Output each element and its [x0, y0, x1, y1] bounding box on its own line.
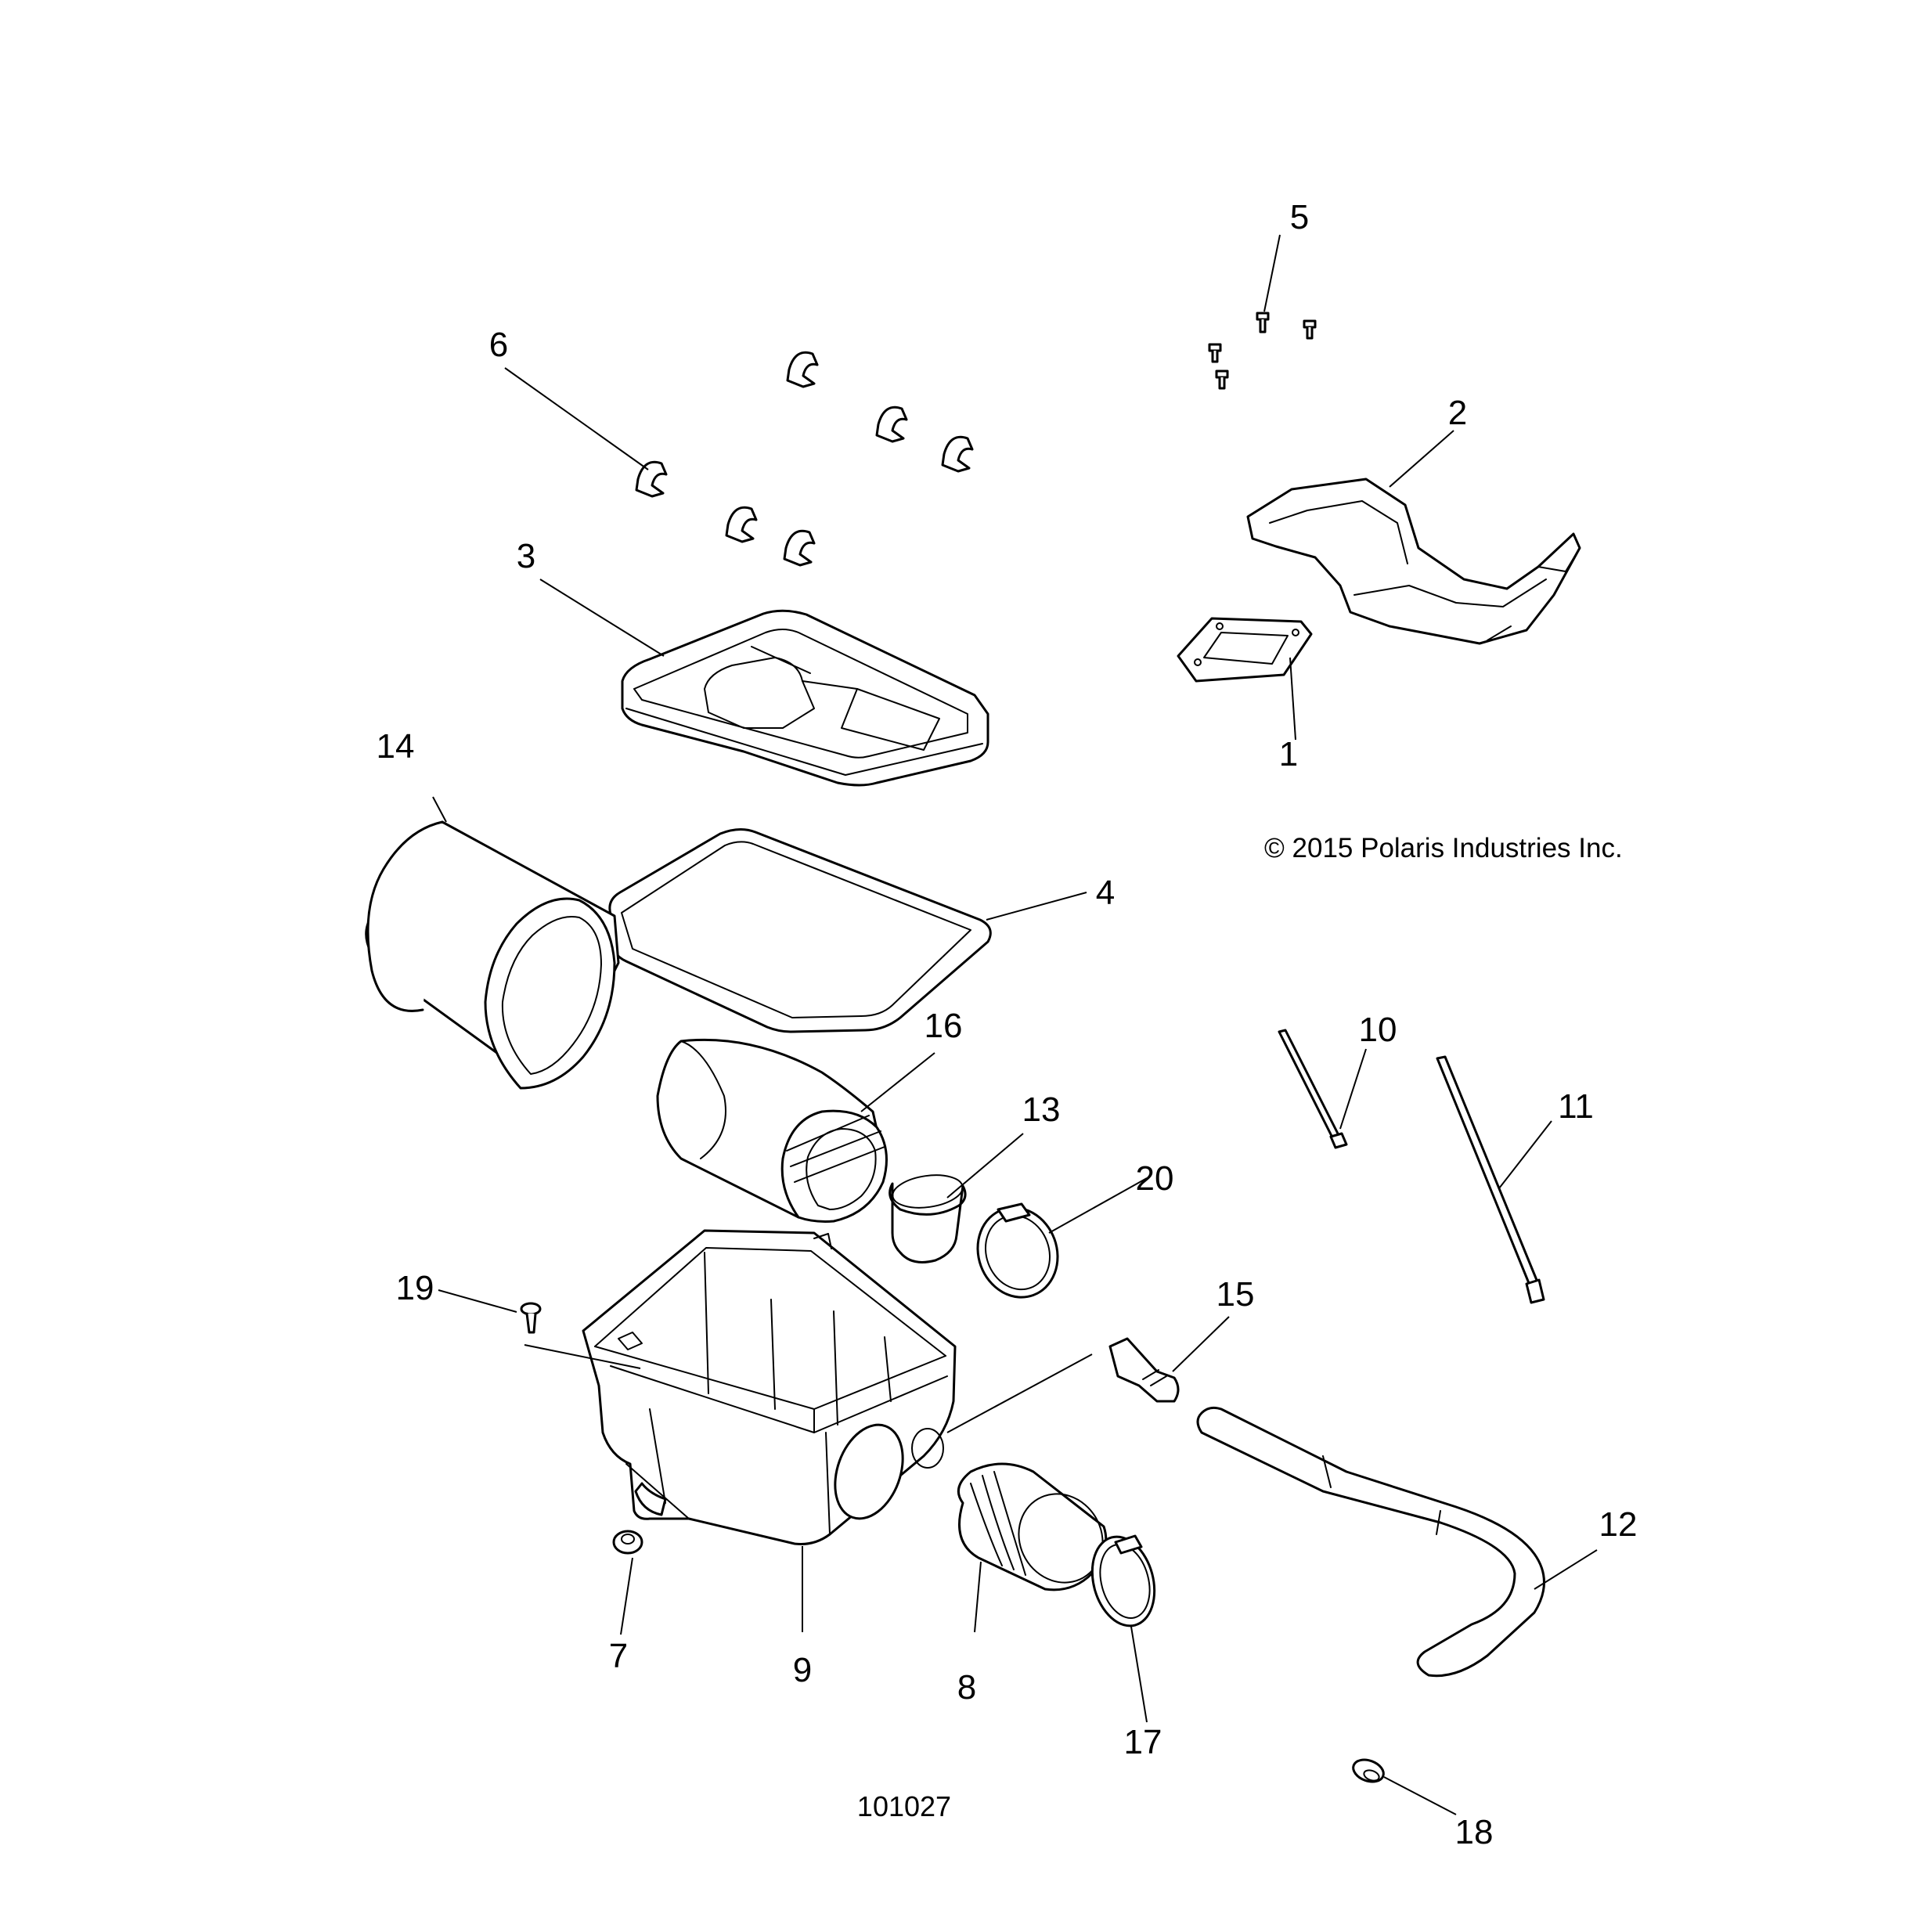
callout-16: 16 [925, 1007, 963, 1045]
callout-7: 7 [609, 1637, 628, 1675]
callout-17: 17 [1124, 1723, 1162, 1761]
callout-13: 13 [1022, 1090, 1061, 1129]
part-19-screw [520, 1302, 542, 1334]
part-7-grommet [612, 1530, 643, 1555]
callout-14: 14 [377, 727, 415, 766]
part-9-airbox-base [582, 1229, 957, 1545]
callout-4: 4 [1096, 874, 1115, 912]
part-12-hose [1196, 1406, 1545, 1678]
part-13-insert-ring [889, 1174, 967, 1263]
callout-19: 19 [396, 1269, 434, 1307]
part-15-fitting [1108, 1337, 1180, 1403]
callout-15: 15 [1217, 1275, 1255, 1314]
copyright-notice: © 2015 Polaris Industries Inc. [1264, 833, 1623, 863]
part-10-cable-tie [1278, 1029, 1348, 1149]
part-2-intake-duct [1246, 478, 1581, 645]
part-16-air-filter [656, 1038, 888, 1223]
figure-number: 101027 [857, 1790, 951, 1822]
callout-12: 12 [1599, 1505, 1638, 1544]
leader-lines [432, 234, 1598, 1815]
part-6-clips [635, 351, 974, 567]
part-5-screws [1208, 312, 1317, 390]
callout-2: 2 [1448, 394, 1467, 432]
part-18-clamp [1352, 1758, 1385, 1783]
callout-11: 11 [1558, 1087, 1594, 1126]
callout-labels: 1 2 3 4 5 6 7 8 9 10 11 12 13 14 15 16 1… [377, 198, 1638, 1851]
part-3-airbox-cover [621, 609, 989, 787]
callout-6: 6 [489, 326, 508, 364]
callout-5: 5 [1290, 198, 1309, 236]
callout-20: 20 [1136, 1159, 1174, 1198]
callout-1: 1 [1279, 735, 1298, 773]
part-1-seal-plate [1177, 617, 1313, 683]
part-17-hose-clamp [1090, 1534, 1156, 1627]
callout-9: 9 [793, 1651, 812, 1689]
callout-10: 10 [1359, 1011, 1397, 1049]
callout-3: 3 [517, 537, 535, 575]
part-20-hose-clamp [976, 1202, 1059, 1299]
callout-18: 18 [1455, 1813, 1494, 1851]
part-11-cable-tie [1436, 1055, 1545, 1304]
part-14-prefilter-sleeve [365, 820, 620, 1090]
part-4-gasket [608, 828, 992, 1033]
callout-8: 8 [957, 1668, 976, 1707]
